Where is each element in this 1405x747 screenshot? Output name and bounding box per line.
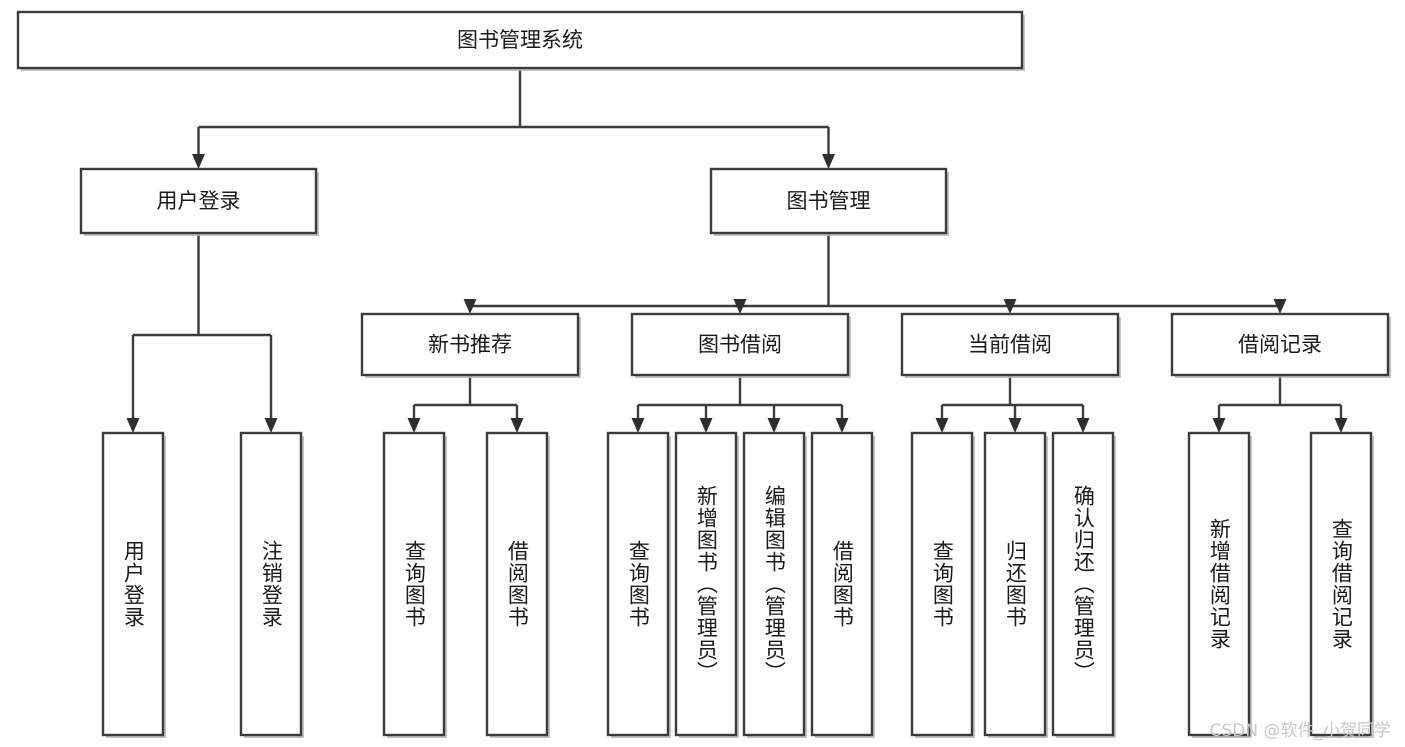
node-book-borrow-label: 图书借阅 <box>698 333 782 357</box>
node-leaf-cur-return[interactable] <box>983 431 1047 737</box>
node-borrow-record-label: 借阅记录 <box>1238 333 1322 357</box>
node-book-manage-label: 图书管理 <box>787 189 871 213</box>
node-user-login-label: 用户登录 <box>157 189 241 213</box>
edges-layer <box>126 68 1348 433</box>
node-leaf-borrow-lend[interactable] <box>810 431 874 737</box>
node-leaf-rec-search[interactable] <box>1309 431 1373 737</box>
node-user-login[interactable] <box>79 167 318 235</box>
node-borrow-record[interactable] <box>1170 312 1390 377</box>
node-leaf-cur-query[interactable] <box>910 431 974 737</box>
node-book-manage[interactable] <box>709 167 948 235</box>
node-leaf-borrow-edit[interactable] <box>742 431 806 737</box>
node-book-borrow[interactable] <box>630 312 850 377</box>
node-leaf-user-logout[interactable] <box>239 431 303 737</box>
node-leaf-user-login[interactable] <box>101 431 165 737</box>
node-leaf-borrow-query[interactable] <box>606 431 670 737</box>
node-root[interactable] <box>16 10 1024 70</box>
node-new-book-rec-label: 新书推荐 <box>428 333 512 357</box>
node-leaf-borrow-add[interactable] <box>674 431 738 737</box>
watermark: CSDN @软件_小贺同学 <box>1209 721 1391 741</box>
node-root-label: 图书管理系统 <box>457 28 583 52</box>
node-leaf-rec-borrow[interactable] <box>485 431 549 737</box>
node-current-borrow-label: 当前借阅 <box>968 333 1052 357</box>
node-leaf-rec-query[interactable] <box>382 431 446 737</box>
node-leaf-rec-add[interactable] <box>1187 431 1251 737</box>
node-current-borrow[interactable] <box>900 312 1120 377</box>
node-leaf-cur-confirm[interactable] <box>1051 431 1115 737</box>
node-new-book-rec[interactable] <box>360 312 580 377</box>
